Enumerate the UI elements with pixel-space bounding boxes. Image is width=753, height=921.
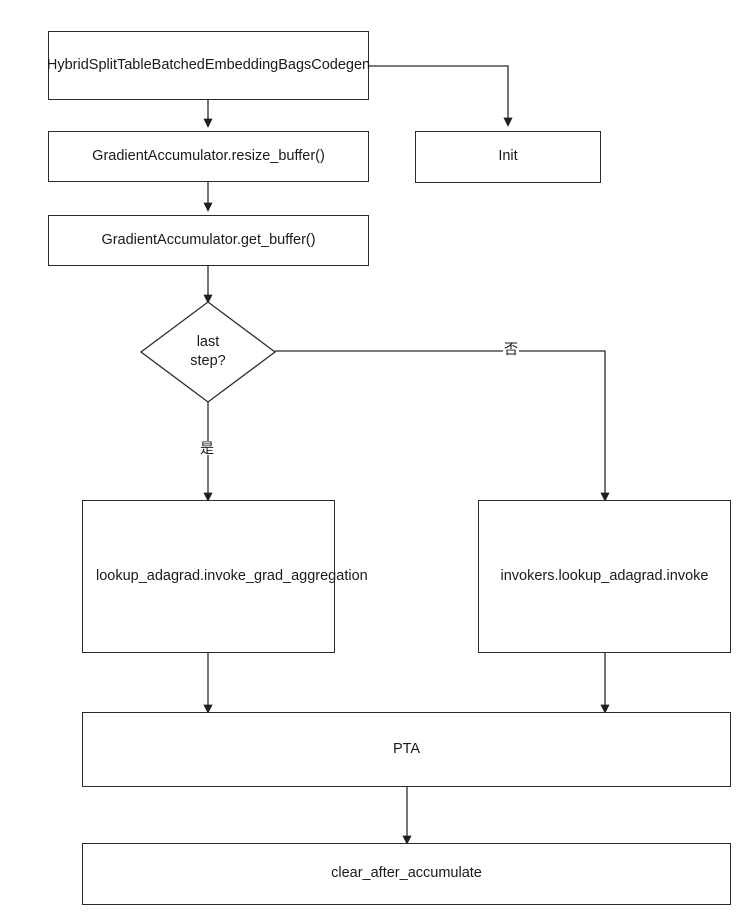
node-pta[interactable]: PTA	[82, 712, 731, 787]
node-label: GradientAccumulator.get_buffer()	[101, 231, 316, 248]
edge-label-no: 否	[503, 341, 519, 357]
edge-last-step-no-to-invokers-invoke	[275, 350, 610, 502]
node-label: PTA	[392, 740, 421, 757]
last-step-diamond-shape	[139, 301, 277, 403]
node-clear-after-accumulate[interactable]: clear_after_accumulate	[82, 843, 731, 905]
node-last-step-decision[interactable]: last step?	[141, 302, 275, 402]
node-init[interactable]: Init	[415, 131, 601, 183]
node-gradient-accumulator-resize-buffer[interactable]: GradientAccumulator.resize_buffer()	[48, 131, 369, 182]
node-label: last step?	[190, 333, 226, 369]
node-label: GradientAccumulator.resize_buffer()	[92, 147, 325, 164]
edge-hybrid-to-init	[369, 65, 513, 127]
node-hybrid-split-table-batched-embedding-bags-codegen[interactable]: HybridSplitTableBatchedEmbeddingBagsCode…	[46, 31, 371, 100]
node-label: HybridSplitTableBatchedEmbeddingBagsCode…	[46, 56, 371, 73]
node-label: lookup_adagrad.invoke_grad_aggregation	[96, 567, 368, 584]
node-label: clear_after_accumulate	[331, 865, 482, 882]
node-label: invokers.lookup_adagrad.invoke	[500, 567, 709, 584]
node-invokers-lookup-adagrad-invoke[interactable]: invokers.lookup_adagrad.invoke	[478, 500, 731, 653]
edge-label-yes: 是	[199, 440, 215, 456]
node-gradient-accumulator-get-buffer[interactable]: GradientAccumulator.get_buffer()	[48, 215, 369, 266]
node-label: Init	[498, 148, 518, 165]
node-lookup-adagrad-invoke-grad-aggregation[interactable]: lookup_adagrad.invoke_grad_aggregation	[82, 500, 368, 653]
